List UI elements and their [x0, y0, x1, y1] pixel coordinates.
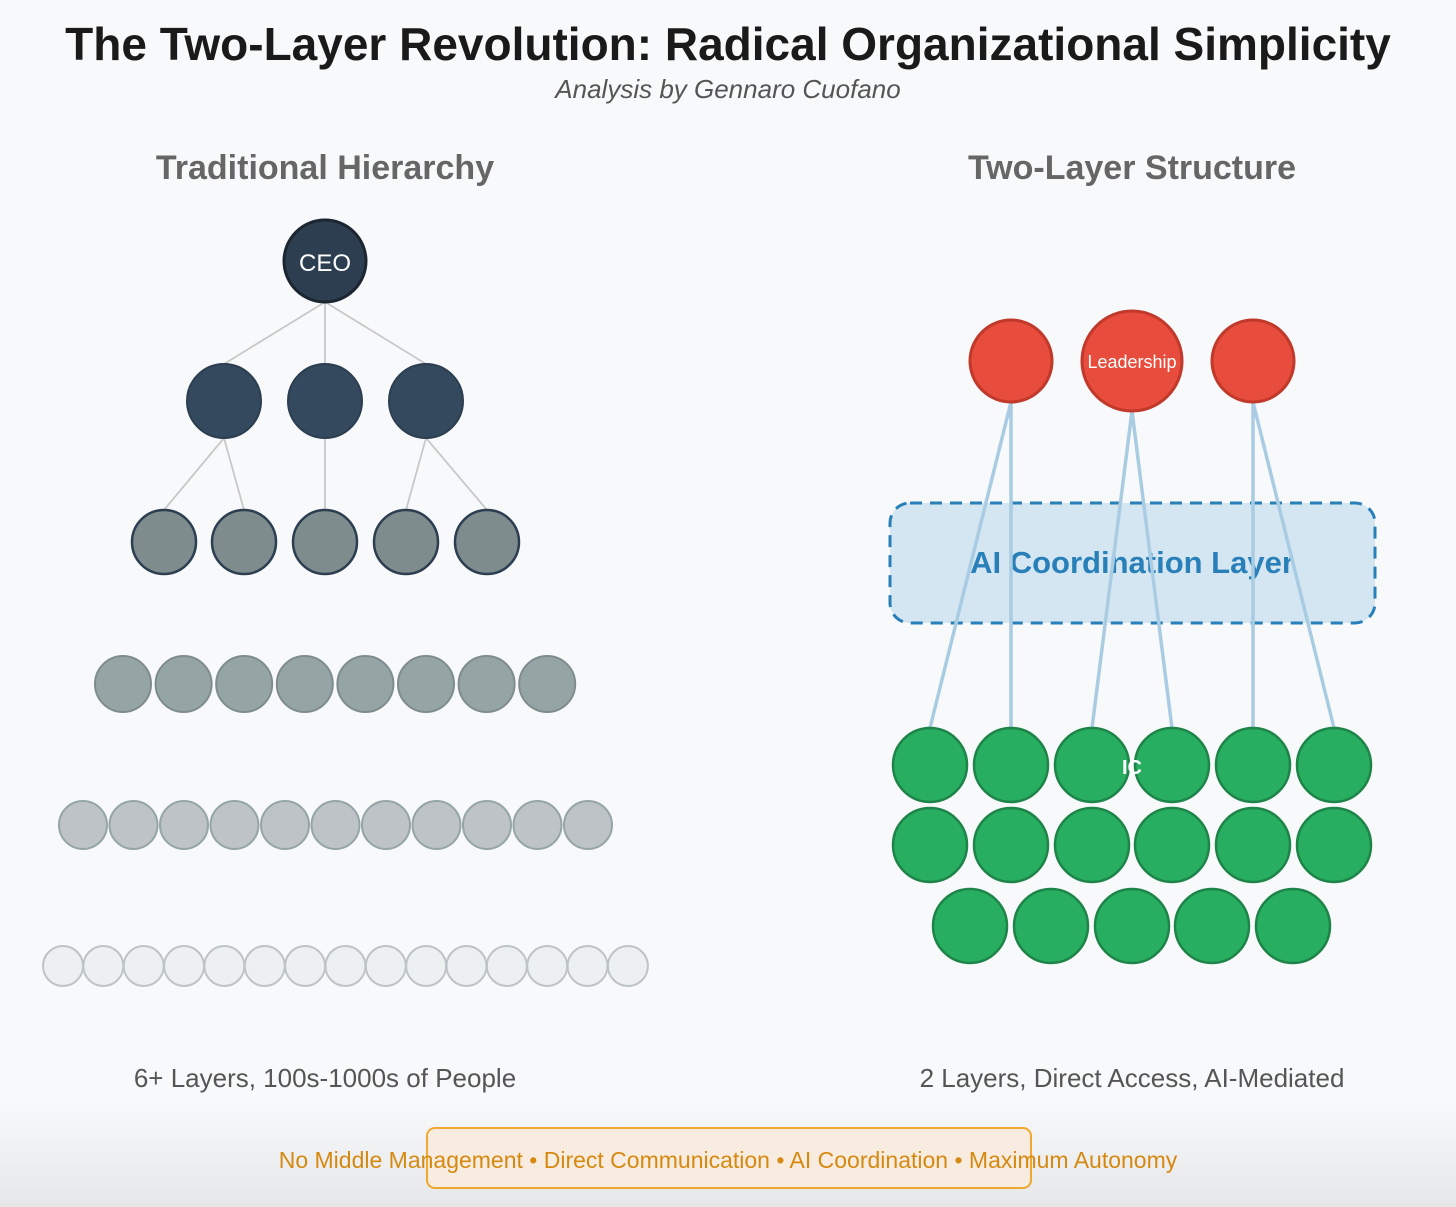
hierarchy-connectors — [163, 301, 488, 511]
traditional-heading: Traditional Hierarchy — [156, 149, 494, 187]
level-6-node — [82, 945, 125, 987]
two-layer-caption: 2 Layers, Direct Access, AI-Mediated — [920, 1063, 1345, 1093]
hierarchy-connector — [223, 437, 245, 511]
tagline: No Middle Management • Direct Communicat… — [279, 1147, 1178, 1173]
level-4-node — [397, 655, 455, 713]
ic-node — [1133, 806, 1211, 884]
hierarchy-connector — [223, 301, 326, 365]
traditional-hierarchy — [42, 218, 649, 987]
level-5-node — [209, 800, 260, 850]
traditional-caption: 6+ Layers, 100s-1000s of People — [134, 1063, 516, 1093]
ceo-label: CEO — [299, 250, 351, 277]
level-5-node — [411, 800, 462, 850]
page-subtitle: Analysis by Gennaro Cuofano — [553, 74, 900, 104]
ic-node — [1093, 887, 1171, 965]
direct-access-connector — [1090, 410, 1134, 729]
two-layer-heading: Two-Layer Structure — [968, 149, 1296, 187]
direct-access-connector — [1251, 401, 1336, 729]
page-title: The Two-Layer Revolution: Radical Organi… — [65, 18, 1391, 70]
level-6-node — [445, 945, 488, 987]
level-6-node — [405, 945, 448, 987]
level-4-node — [94, 655, 152, 713]
level-5-node — [512, 800, 563, 850]
direct-access-connectors — [928, 401, 1336, 729]
level-3-node — [291, 508, 359, 576]
ic-node — [1133, 726, 1211, 804]
level-6-node — [566, 945, 609, 987]
level-5-node — [310, 800, 361, 850]
level-3-node — [453, 508, 521, 576]
two-layer-structure — [891, 309, 1373, 965]
level-5-node — [563, 800, 613, 850]
hierarchy-connector — [405, 437, 427, 511]
level-6-node — [163, 945, 206, 987]
ceo-node — [282, 218, 368, 304]
tagline-box — [426, 1127, 1032, 1189]
hierarchy-connector — [425, 437, 488, 511]
level-2-node — [186, 363, 262, 439]
ic-node — [972, 726, 1050, 804]
level-6-node — [42, 945, 84, 987]
level-3-node — [130, 508, 198, 576]
level-6-node — [324, 945, 367, 987]
level-6-node — [284, 945, 327, 987]
leadership-node — [968, 318, 1054, 404]
leadership-label: Leadership — [1087, 352, 1176, 372]
ic-node — [1254, 887, 1332, 965]
level-2-node — [388, 363, 464, 439]
ic-node — [1012, 887, 1090, 965]
ic-node — [1214, 806, 1292, 884]
ai-coordination-label: AI Coordination Layer — [970, 545, 1294, 580]
ic-node — [972, 806, 1050, 884]
direct-access-connector — [928, 401, 1013, 729]
ic-node — [1214, 726, 1292, 804]
direct-access-connector — [1130, 410, 1174, 729]
ic-node — [891, 726, 969, 804]
level-4-node — [275, 655, 334, 713]
ic-node — [891, 806, 969, 884]
level-6-node — [606, 945, 649, 987]
hierarchy-connector — [163, 437, 225, 511]
level-5-node — [462, 800, 512, 850]
level-6-node — [485, 945, 528, 987]
level-4-node — [518, 655, 577, 713]
ic-node — [1053, 726, 1131, 804]
level-4-node — [154, 655, 213, 713]
hierarchy-connector — [324, 301, 427, 365]
level-6-node — [203, 945, 246, 987]
level-6-node — [526, 945, 569, 987]
ic-node — [1173, 887, 1251, 965]
ic-node — [931, 887, 1009, 965]
level-6-node — [243, 945, 286, 987]
level-3-node — [210, 508, 278, 576]
ic-node — [1295, 806, 1373, 884]
level-5-node — [58, 800, 108, 850]
level-3-node — [372, 508, 440, 576]
ic-node — [1053, 806, 1131, 884]
level-6-node — [364, 945, 407, 987]
level-4-node — [215, 655, 274, 713]
leadership-node — [1210, 318, 1296, 404]
ic-node — [1295, 726, 1373, 804]
leadership-node — [1080, 309, 1184, 413]
level-5-node — [361, 800, 411, 850]
level-5-node — [108, 800, 159, 850]
level-5-node — [159, 800, 209, 850]
level-5-node — [260, 800, 310, 850]
level-6-node — [122, 945, 165, 987]
ic-label: IC — [1122, 757, 1142, 779]
level-4-node — [457, 655, 516, 713]
level-2-node — [287, 363, 363, 439]
level-4-node — [336, 655, 395, 713]
